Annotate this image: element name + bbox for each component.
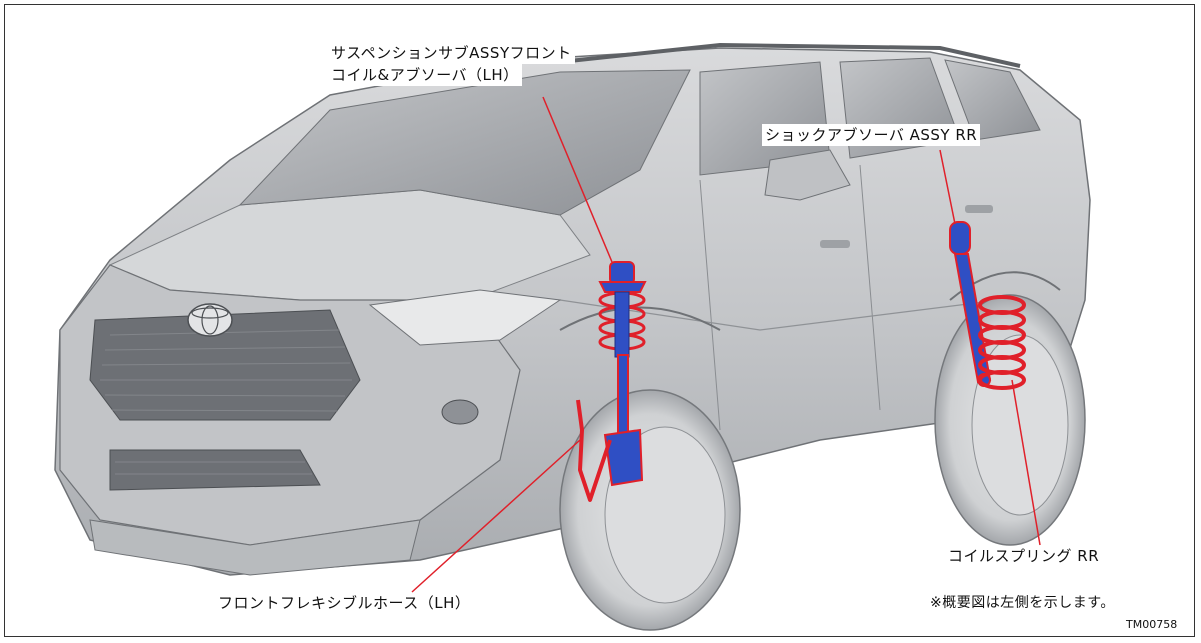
front-left-wheel <box>559 389 741 631</box>
front-strut-assembly <box>598 261 647 487</box>
rear-coil-spring <box>978 295 1026 390</box>
figure-frame <box>4 4 1195 637</box>
callout-rear-spring: コイルスプリング RR <box>948 547 1100 565</box>
leader-lines <box>411 96 1041 593</box>
front-brake-hose <box>576 399 612 502</box>
callout-flex-hose: フロントフレキシブルホース（LH） <box>218 594 471 612</box>
note-text: ※概要図は左側を示します。 <box>930 595 1115 611</box>
figure-code: TM00758 <box>1126 618 1178 631</box>
callout-rear-shock: ショックアブソーバ ASSY RR <box>762 124 981 146</box>
callout-front-strut-line2: コイル&アブソーバ（LH） <box>328 64 522 86</box>
callout-front-strut-line1: サスペンションサブASSYフロント <box>328 42 575 64</box>
rear-left-wheel <box>934 294 1086 546</box>
